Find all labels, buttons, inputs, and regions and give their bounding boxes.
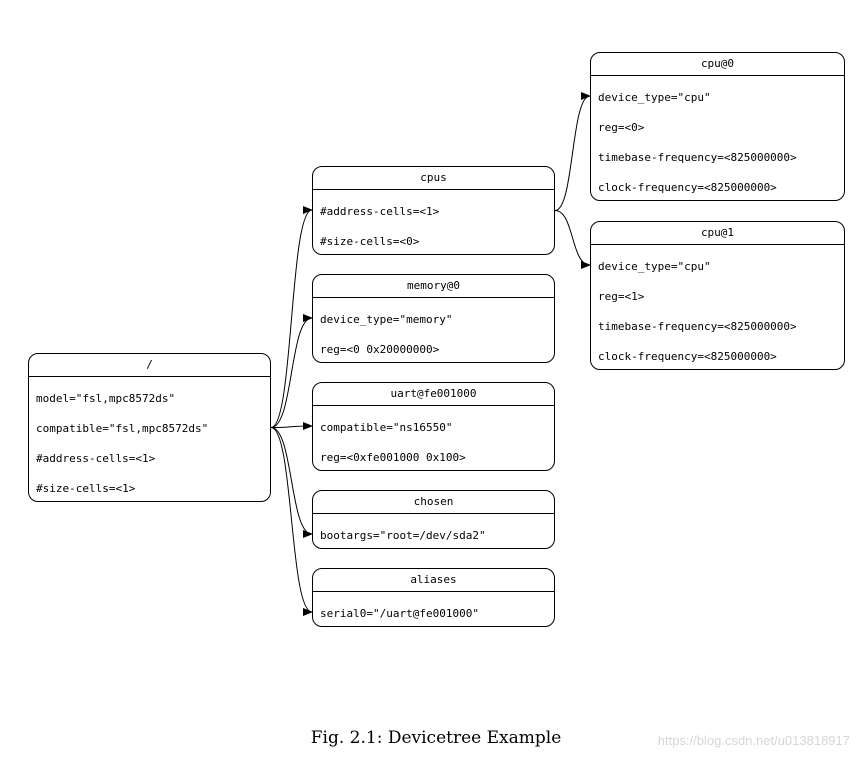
node-title: uart@fe001000	[313, 383, 554, 406]
edge-root-to-chosen	[270, 427, 313, 538]
node-root: / model="fsl,mpc8572ds" compatible="fsl,mp…	[28, 353, 271, 502]
node-property: timebase-frequency=<825000000>	[598, 151, 797, 164]
node-property: device_type="cpu"	[598, 260, 711, 273]
node-uart: uart@fe001000 compatible="ns16550" reg=<0x…	[312, 382, 555, 471]
watermark: https://blog.csdn.net/u013818917	[657, 733, 850, 748]
node-properties: model="fsl,mpc8572ds" compatible="fsl,mpc…	[29, 377, 270, 504]
figure-caption: Fig. 2.1: Devicetree Example	[310, 728, 562, 748]
node-property: compatible="fsl,mpc8572ds"	[36, 422, 209, 435]
node-properties: serial0="/uart@fe001000"	[313, 592, 554, 629]
node-properties: device_type="cpu" reg=<0> timebase-frequen…	[591, 76, 844, 203]
node-title: /	[29, 354, 270, 377]
node-cpus: cpus #address-cells=<1> #size-cells=<0>	[312, 166, 555, 255]
node-property: serial0="/uart@fe001000"	[320, 607, 479, 620]
node-property: reg=<0 0x20000000>	[320, 343, 440, 356]
node-title: cpus	[313, 167, 554, 190]
node-property: reg=<0xfe001000 0x100>	[320, 451, 466, 464]
node-properties: device_type="memory" reg=<0 0x20000000>	[313, 298, 554, 365]
node-property: #address-cells=<1>	[36, 452, 156, 465]
node-property: reg=<0>	[598, 121, 645, 134]
node-property: clock-frequency=<825000000>	[598, 181, 777, 194]
node-property: model="fsl,mpc8572ds"	[36, 392, 176, 405]
node-title: chosen	[313, 491, 554, 514]
node-property: reg=<1>	[598, 290, 645, 303]
node-properties: bootargs="root=/dev/sda2"	[313, 514, 554, 551]
edge-cpus-to-cpu0	[554, 92, 591, 211]
edge-root-to-cpus	[270, 206, 313, 428]
node-aliases: aliases serial0="/uart@fe001000"	[312, 568, 555, 627]
node-properties: compatible="ns16550" reg=<0xfe001000 0x10…	[313, 406, 554, 473]
node-property: #size-cells=<0>	[320, 235, 420, 248]
edge-root-to-uart	[270, 422, 313, 431]
node-property: device_type="cpu"	[598, 91, 711, 104]
edge-root-to-memory	[270, 314, 313, 428]
edge-cpus-to-cpu1	[554, 210, 591, 269]
node-property: clock-frequency=<825000000>	[598, 350, 777, 363]
node-property: #size-cells=<1>	[36, 482, 136, 495]
node-memory: memory@0 device_type="memory" reg=<0 0x200…	[312, 274, 555, 363]
node-property: compatible="ns16550"	[320, 421, 453, 434]
node-property: bootargs="root=/dev/sda2"	[320, 529, 486, 542]
node-title: cpu@0	[591, 53, 844, 76]
node-property: #address-cells=<1>	[320, 205, 440, 218]
node-properties: device_type="cpu" reg=<1> timebase-frequen…	[591, 245, 844, 372]
node-properties: #address-cells=<1> #size-cells=<0>	[313, 190, 554, 257]
node-cpu0: cpu@0 device_type="cpu" reg=<0> timebase-fr…	[590, 52, 845, 201]
edge-root-to-aliases	[270, 427, 313, 616]
node-chosen: chosen bootargs="root=/dev/sda2"	[312, 490, 555, 549]
node-title: memory@0	[313, 275, 554, 298]
node-property: timebase-frequency=<825000000>	[598, 320, 797, 333]
node-property: device_type="memory"	[320, 313, 453, 326]
node-title: cpu@1	[591, 222, 844, 245]
node-cpu1: cpu@1 device_type="cpu" reg=<1> timebase-fr…	[590, 221, 845, 370]
node-title: aliases	[313, 569, 554, 592]
